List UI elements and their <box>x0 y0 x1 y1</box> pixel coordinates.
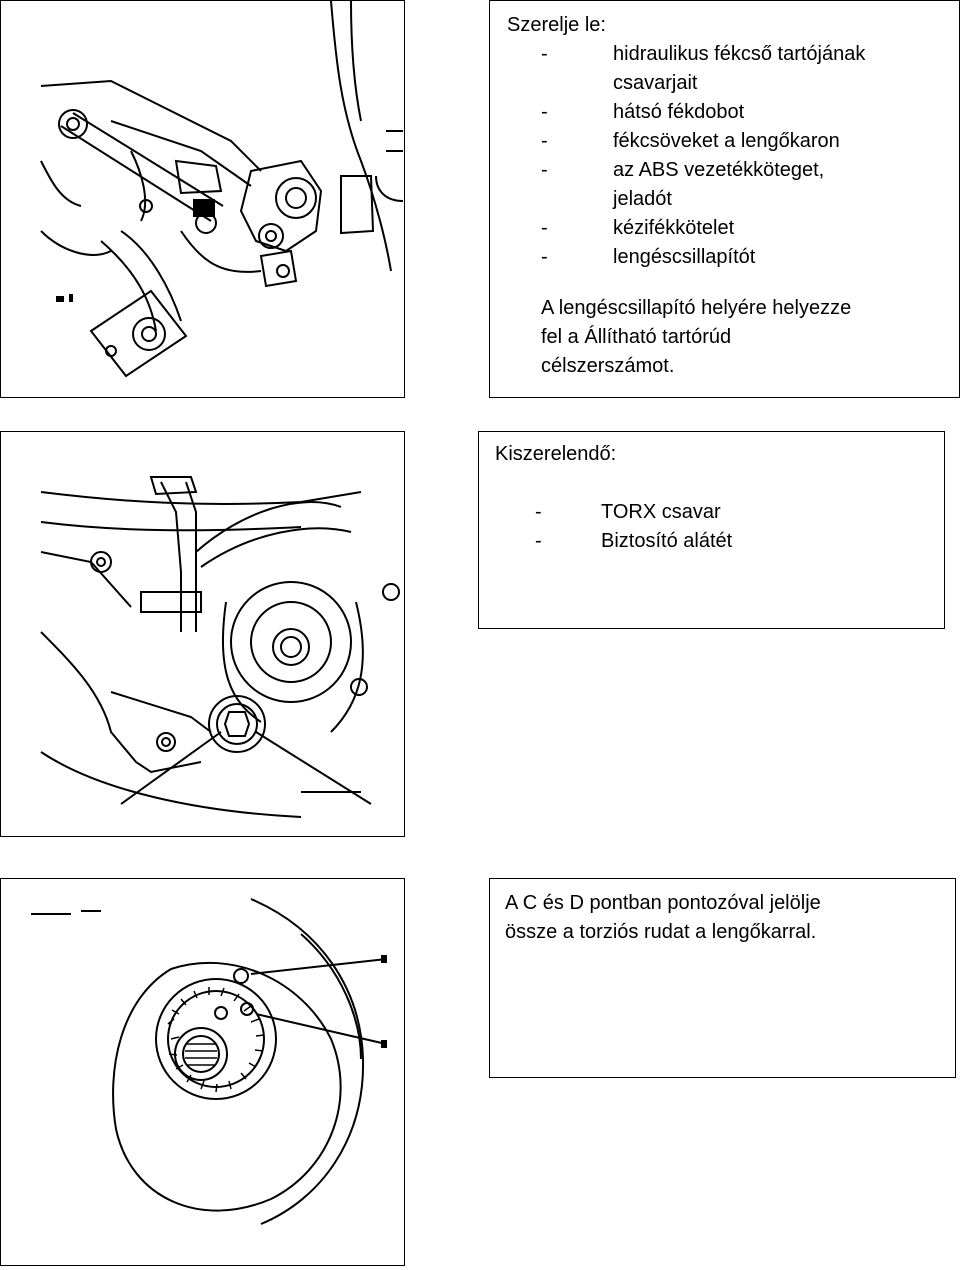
step3-line: A C és D pontban pontozóval jelölje <box>505 892 821 914</box>
step2-heading: Kiszerelendő: <box>495 443 617 465</box>
text-frame-2: Kiszerelendő: - TORX csavar - Biztosító … <box>478 431 945 629</box>
list-dash: - <box>535 530 542 552</box>
list-dash: - <box>541 130 548 152</box>
list-item-text: lengéscsillapítót <box>613 246 756 268</box>
list-item: - fékcsöveket a lengőkaron <box>507 127 952 156</box>
note-line: fel a Állítható tartórúd <box>541 326 732 348</box>
text-frame-1: Szerelje le: - hidraulikus fékcső tartój… <box>489 0 960 398</box>
list-item: - TORX csavar <box>495 498 935 527</box>
list-item: - az ABS vezetékköteget, jeladót <box>507 156 952 214</box>
thread-lines <box>185 1044 217 1065</box>
note-line: A lengéscsillapító helyére helyezze <box>541 297 852 319</box>
list-item: - lengéscsillapítót <box>507 243 952 272</box>
figure-frame-1 <box>0 0 405 398</box>
list-item: - hátsó fékdobot <box>507 98 952 127</box>
list-item: - Biztosító alátét <box>495 527 935 556</box>
step3-line: össze a torziós rudat a lengőkarral. <box>505 921 817 943</box>
figure-frame-3 <box>0 878 405 1266</box>
list-dash: - <box>535 501 542 523</box>
list-dash: - <box>541 43 548 65</box>
list-dash: - <box>541 101 548 123</box>
step1-content: Szerelje le: - hidraulikus fékcső tartój… <box>507 11 952 381</box>
step1-heading: Szerelje le: <box>507 14 606 36</box>
step1-note: A lengéscsillapító helyére helyezze fel … <box>507 294 952 381</box>
list-item-text: hátsó fékdobot <box>613 101 745 123</box>
step3-content: A C és D pontban pontozóval jelölje össz… <box>505 889 950 947</box>
list-item: - kézifékkötelet <box>507 214 952 243</box>
list-dash: - <box>541 159 548 181</box>
list-item-text: az ABS vezetékköteget, <box>613 159 825 181</box>
torsion-bar-drawing <box>1 879 387 1264</box>
torx-bolt-drawing <box>1 432 403 835</box>
list-item-text: Biztosító alátét <box>601 530 733 552</box>
spline-teeth <box>168 987 264 1092</box>
list-item-text: fékcsöveket a lengőkaron <box>613 130 840 152</box>
list-dash: - <box>541 246 548 268</box>
list-item-text: kézifékkötelet <box>613 217 735 239</box>
list-item-text: csavarjait <box>613 72 698 94</box>
note-line: célszerszámot. <box>541 355 675 377</box>
suspension-strut-drawing <box>1 1 403 396</box>
list-item-text: hidraulikus fékcső tartójának <box>613 43 866 65</box>
step2-content: Kiszerelendő: - TORX csavar - Biztosító … <box>495 440 935 556</box>
text-frame-3: A C és D pontban pontozóval jelölje össz… <box>489 878 956 1078</box>
figure-frame-2 <box>0 431 405 837</box>
list-item: - hidraulikus fékcső tartójának csavarja… <box>507 40 952 98</box>
list-item-text: TORX csavar <box>601 501 721 523</box>
list-item-text: jeladót <box>613 188 672 210</box>
list-dash: - <box>541 217 548 239</box>
